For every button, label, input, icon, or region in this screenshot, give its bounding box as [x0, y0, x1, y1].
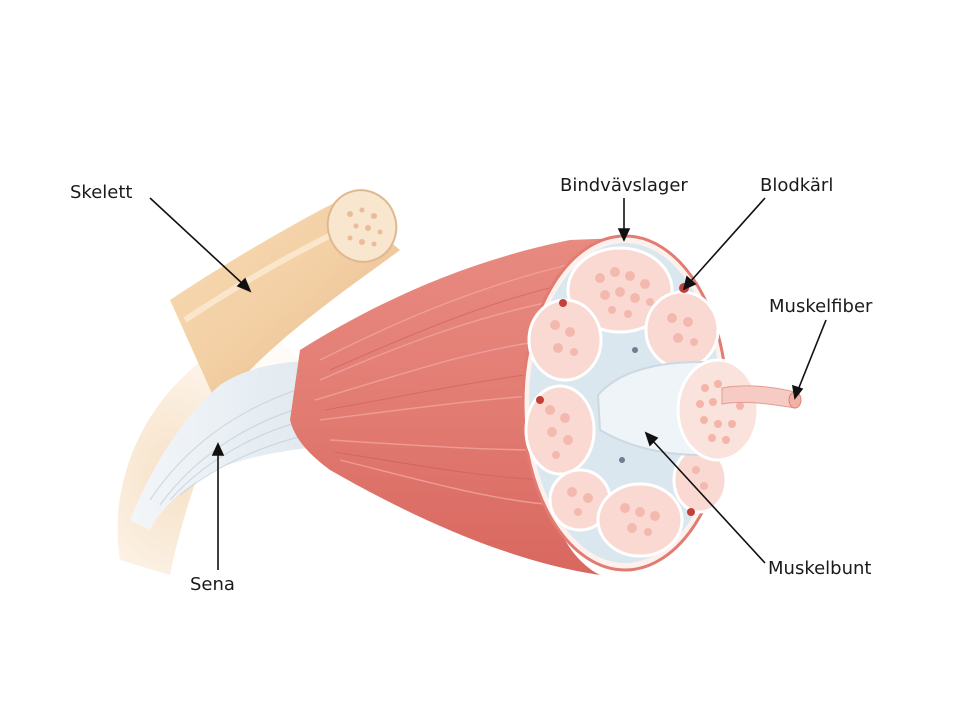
- muscle-bundle-end: [676, 358, 760, 462]
- muskelbunt-pointer: [651, 439, 766, 564]
- skelett-pointer: [149, 197, 245, 286]
- bone-cross-section: [326, 189, 398, 263]
- tendon: [130, 360, 330, 530]
- muskelfiber-pointer: [797, 319, 827, 391]
- label-sena: Sena: [190, 574, 235, 595]
- label-muskelfiber: Muskelfiber: [769, 296, 873, 317]
- fascicles: [524, 246, 728, 558]
- label-muskelbunt: Muskelbunt: [768, 558, 872, 579]
- label-bindvavslager: Bindvävslager: [560, 175, 688, 196]
- label-skelett: Skelett: [70, 182, 133, 203]
- label-blodkarl: Blodkärl: [760, 175, 834, 196]
- blodkarl-pointer: [689, 197, 766, 283]
